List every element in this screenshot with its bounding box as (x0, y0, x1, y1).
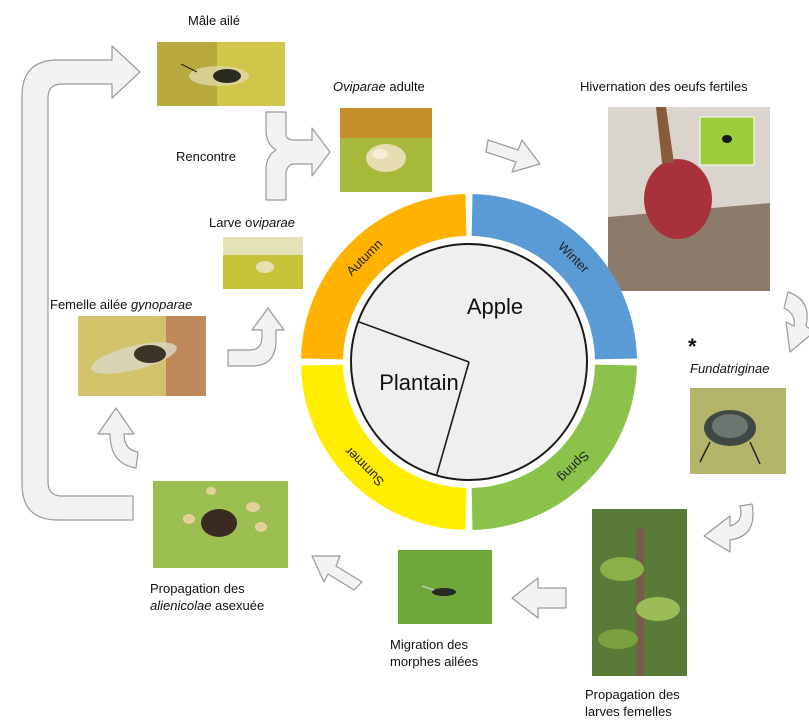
fundatrix-arrow (783, 291, 809, 353)
host-label-plantain: Plantain (379, 370, 459, 395)
season-segment-autumn (301, 194, 467, 360)
host-divider (435, 361, 470, 476)
oviparae-adult-label: Oviparae adulte (333, 79, 425, 94)
host-divider (357, 320, 470, 363)
alienicolae-label: Propagation des alienicolae asexuée (150, 581, 265, 613)
season-segment-winter (471, 194, 637, 360)
meeting-label: Rencontre (176, 149, 236, 164)
larva-arrow (227, 307, 285, 367)
fundatrix-asterisk: * (688, 334, 697, 359)
migration-photo (398, 550, 492, 624)
host-label-apple: Apple (467, 294, 523, 319)
migration-label: Migration des morphes ailées (390, 637, 479, 669)
gynoparae-photo (78, 316, 206, 396)
overwinter-photo (608, 107, 770, 291)
oviparae-larva-photo (223, 237, 303, 289)
male-label: Mâle ailé (188, 13, 241, 28)
oviparae-larva-label: Larve oviparae (209, 215, 296, 230)
fundatrix-photo (690, 388, 786, 474)
season-segment-summer (301, 364, 467, 530)
winter-arrow (485, 139, 541, 173)
male-photo (157, 42, 285, 106)
season-segment-spring (471, 364, 637, 530)
loop-arrow (21, 45, 141, 521)
gynoparae-arrow (97, 407, 139, 469)
female-larvae-label: Propagation des larves femelles (585, 687, 680, 719)
alienicolae-arrow (311, 555, 363, 591)
female-larvae-photo (592, 509, 687, 676)
fundatrix-label: Fundatriginae (690, 361, 770, 376)
gynoparae-label: Femelle ailée gynoparae (50, 297, 193, 312)
oviparae-adult-photo (340, 108, 432, 192)
migration-arrow (511, 577, 567, 619)
meeting-arrow (265, 111, 331, 201)
alienicolae-photo (153, 481, 288, 568)
overwinter-label: Hivernation des oeufs fertiles (580, 79, 748, 94)
larvae-arrow (703, 503, 754, 553)
